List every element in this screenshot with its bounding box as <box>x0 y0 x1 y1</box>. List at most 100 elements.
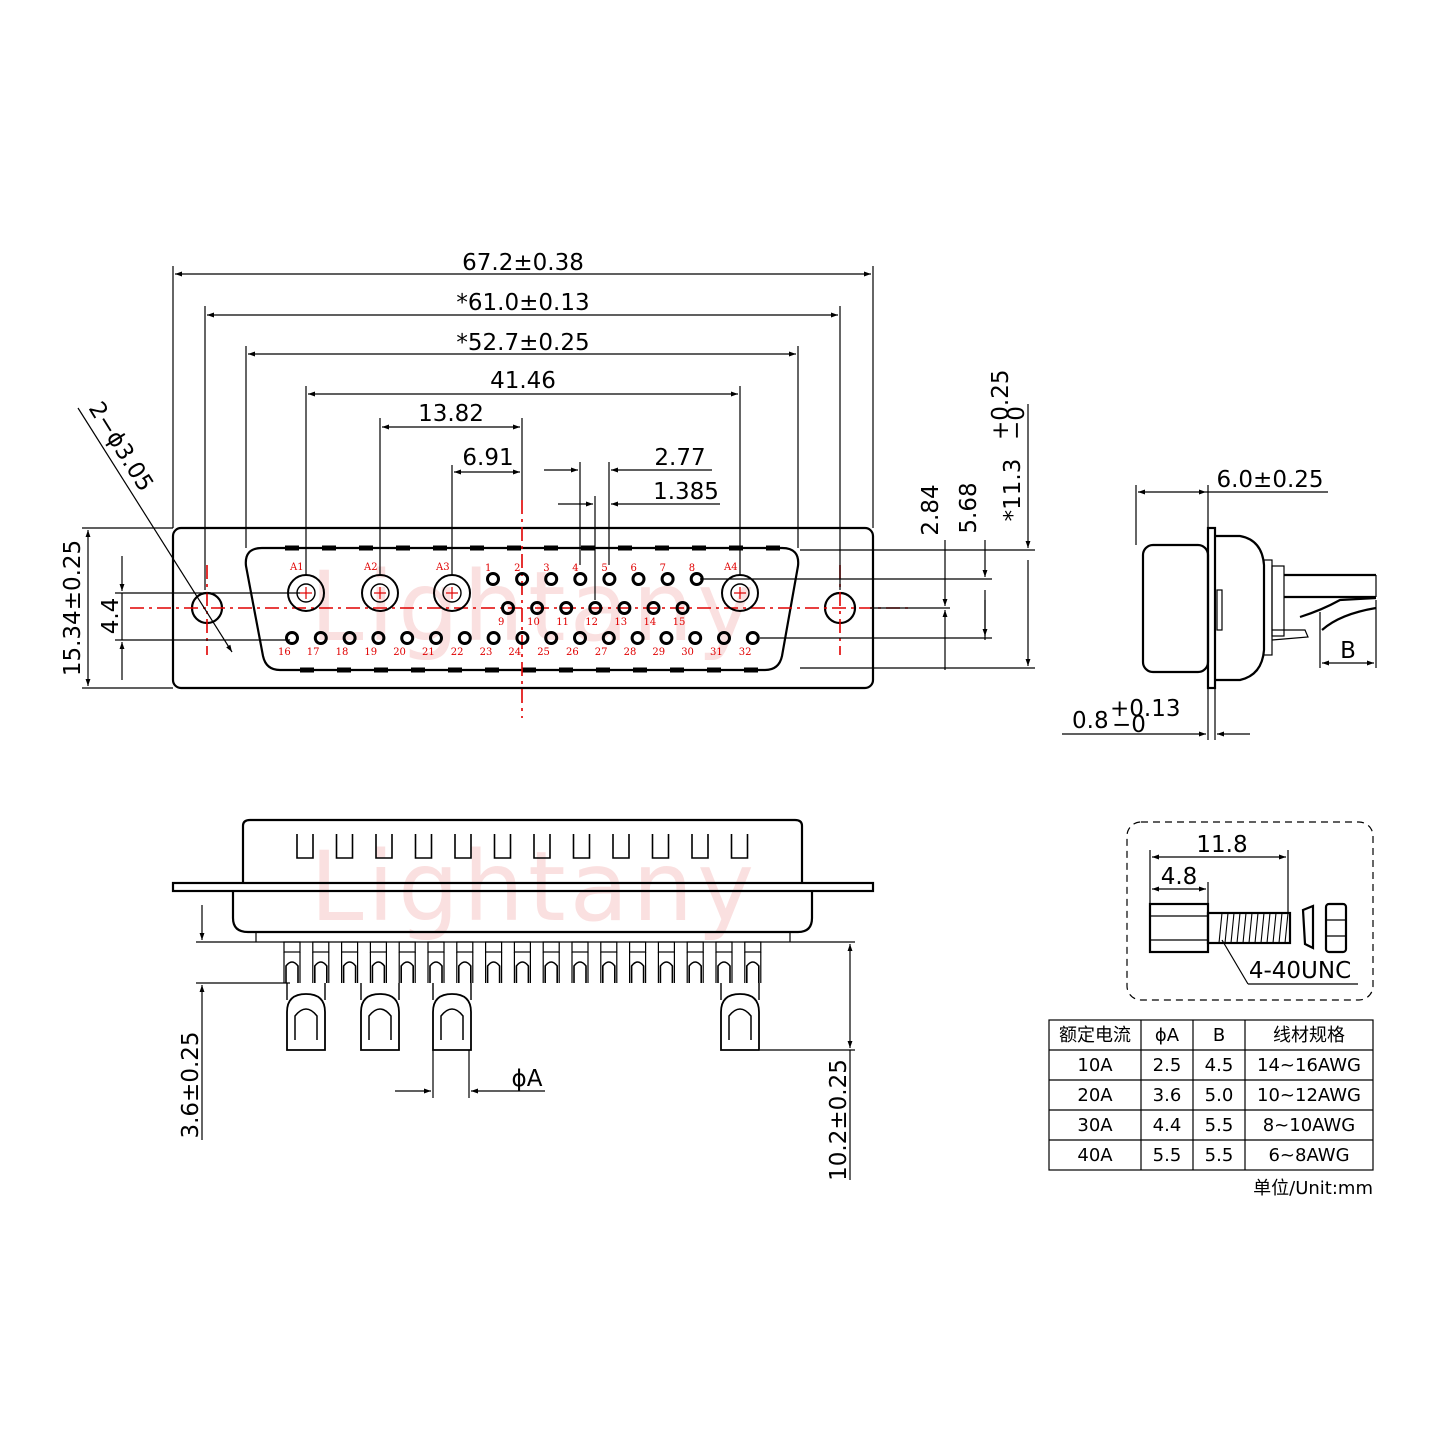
table-cell: 4.5 <box>1205 1055 1234 1076</box>
table-cell: 3.6 <box>1153 1085 1182 1106</box>
pin-label: 17 <box>307 647 320 658</box>
shell-slot <box>375 834 393 859</box>
table-cell: 20A <box>1077 1085 1113 1106</box>
signal-pin <box>559 601 574 615</box>
unit-note: 单位/Unit:mm <box>1253 1178 1373 1199</box>
signal-pin <box>429 631 443 645</box>
pin-tail <box>717 961 731 983</box>
pin-label: A3 <box>435 562 450 573</box>
pin-label: 14 <box>644 617 657 628</box>
table-header-wire-gauge: 线材规格 <box>1273 1025 1345 1046</box>
pin-tail-base <box>686 941 704 953</box>
pin-label: 20 <box>393 647 406 658</box>
thread-line <box>1224 912 1229 944</box>
pin-tail <box>688 961 702 983</box>
signal-pin <box>530 601 545 615</box>
pin-label: A2 <box>363 562 378 573</box>
bottom-body <box>231 891 814 934</box>
table-cell: 5.5 <box>1205 1145 1234 1166</box>
signal-pin <box>486 631 501 645</box>
dim-power-spacing-a: 13.82 <box>418 401 484 427</box>
power-contact-inner <box>442 583 462 603</box>
dim-row-offset-b: 5.68 <box>956 482 982 533</box>
dim-depth: 6.0±0.25 <box>1216 467 1323 493</box>
signal-pin <box>313 631 328 645</box>
pin-label: 11 <box>556 617 569 628</box>
signal-pin <box>457 631 472 645</box>
table-cell: 30A <box>1077 1115 1113 1136</box>
pin-tail <box>544 961 558 983</box>
table-cell: 10~12AWG <box>1257 1085 1361 1106</box>
signal-pin <box>400 631 415 645</box>
signal-pin <box>486 572 500 586</box>
pin-label: 6 <box>631 563 637 574</box>
pin-label: 1 <box>485 563 491 574</box>
signal-pin <box>745 631 760 645</box>
signal-pin <box>660 572 675 586</box>
shell-slot <box>730 834 749 859</box>
thread-line <box>1266 912 1271 944</box>
pin-tail-base <box>513 941 532 953</box>
thread-line <box>1230 912 1235 944</box>
dim-screw-thread: 4-40UNC <box>1249 958 1351 984</box>
pin-label: 26 <box>566 647 579 658</box>
dim-diameter: ϕA <box>512 1066 543 1092</box>
bottom-shell <box>241 818 804 883</box>
pin-label: 27 <box>595 647 608 658</box>
screw-hex-head <box>1148 902 1210 954</box>
thread-line <box>1254 912 1259 944</box>
signal-pin <box>515 572 530 586</box>
signal-pin <box>601 631 616 645</box>
shell-slot <box>296 834 314 859</box>
table-cell: 14~16AWG <box>1257 1055 1361 1076</box>
power-contact-bore <box>368 1008 392 1040</box>
pin-label: 32 <box>739 647 752 658</box>
pin-label: A1 <box>289 562 304 573</box>
pin-tail-base <box>398 941 416 953</box>
pin-tail <box>659 961 674 983</box>
pin-label: 10 <box>527 617 540 628</box>
pin-label: 13 <box>614 617 627 628</box>
thread-line <box>1242 912 1247 944</box>
pin-tail <box>486 961 501 983</box>
pin-tail-base <box>744 941 762 953</box>
pin-label: 23 <box>480 647 493 658</box>
dim-flange-tol-upper: +0.13 <box>1110 696 1180 722</box>
pin-label: 29 <box>652 647 665 658</box>
side-view: 6.0±0.25 0.8 +0.13 −0 B <box>1062 467 1377 740</box>
signal-pin <box>659 631 674 645</box>
pin-tail-base <box>456 941 474 953</box>
pin-label: 28 <box>624 647 637 658</box>
pin-tail <box>602 961 616 983</box>
table-cell: 5.5 <box>1205 1115 1234 1136</box>
front-d-shell <box>244 546 800 672</box>
table-cell: 4.4 <box>1153 1115 1182 1136</box>
screw-detail: 11.8 4.8 4-40UNC <box>1126 821 1374 1001</box>
signal-pins <box>285 572 760 645</box>
dim-b: B <box>1340 638 1356 664</box>
dim-standoff: 3.6±0.25 <box>178 1031 204 1138</box>
thread-line <box>1218 912 1223 944</box>
pin-label: 19 <box>364 647 377 658</box>
pin-tail-base <box>657 941 676 953</box>
dim-pin-pitch: 2.77 <box>654 445 705 471</box>
pin-tail-base <box>283 941 301 953</box>
table-header-b: B <box>1213 1025 1225 1046</box>
dim-flange-height: 15.34±0.25 <box>60 540 86 676</box>
thread-line <box>1278 912 1283 944</box>
signal-pin <box>544 572 559 586</box>
shell-slot <box>533 834 551 859</box>
side-flange <box>1206 526 1217 690</box>
dim-row-offset-a: 2.84 <box>918 484 944 535</box>
signal-pin <box>646 601 661 615</box>
table-cell: 40A <box>1077 1145 1113 1166</box>
power-contact-inner <box>730 583 750 603</box>
dim-mount-hole-spacing: *61.0±0.13 <box>456 290 589 316</box>
bottom-power-contacts <box>286 983 760 1051</box>
signal-pin <box>588 601 603 615</box>
dim-outer-power-spacing: 41.46 <box>490 368 556 394</box>
pin-tail <box>342 961 357 983</box>
thread-line <box>1284 912 1289 944</box>
pin-label: 24 <box>508 647 521 658</box>
